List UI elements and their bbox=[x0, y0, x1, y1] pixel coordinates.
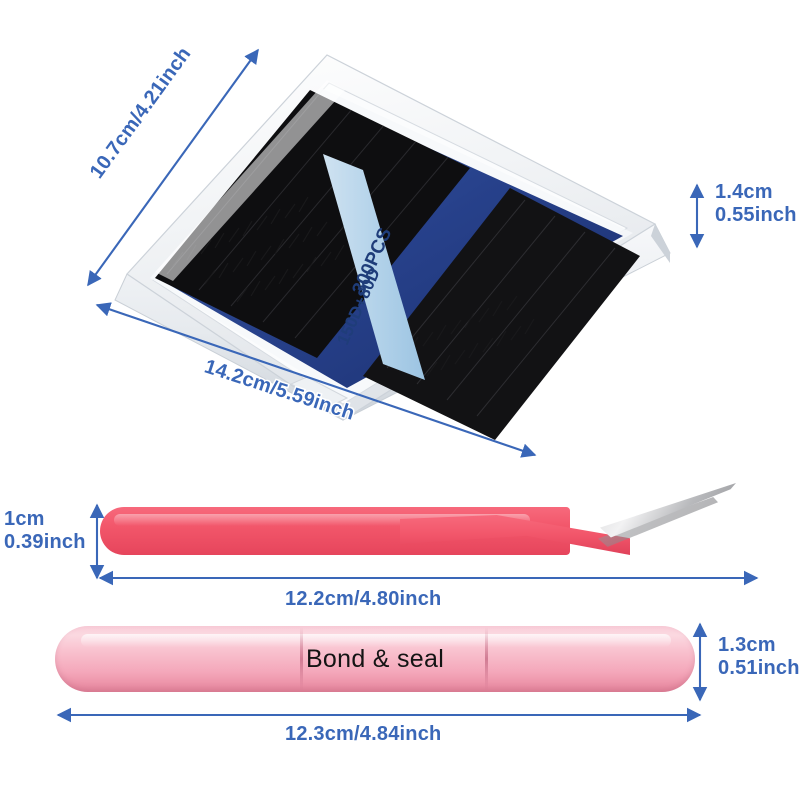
label-tweezer-length: 12.2cm/4.80inch bbox=[283, 587, 442, 612]
pen-highlight bbox=[81, 634, 671, 647]
label-box-height: 1.4cm 0.55inch bbox=[714, 180, 798, 228]
label-tweezer-height: 1cm 0.39inch bbox=[3, 507, 87, 555]
lash-tweezer bbox=[100, 483, 760, 590]
lash-tray-box-graphic: 300PCS 150D+80D bbox=[114, 54, 671, 440]
pen-seam-right bbox=[485, 627, 488, 691]
label-pen-length: 12.3cm/4.84inch bbox=[283, 722, 442, 747]
pen-seam-left bbox=[300, 627, 303, 691]
label-pen-height: 1.3cm 0.51inch bbox=[717, 633, 800, 681]
lash-tray-box: 300PCS 150D+80D bbox=[95, 28, 675, 498]
pen-text-label: Bond & seal bbox=[305, 644, 445, 673]
bond-and-seal-pen: Bond & seal bbox=[55, 618, 705, 704]
